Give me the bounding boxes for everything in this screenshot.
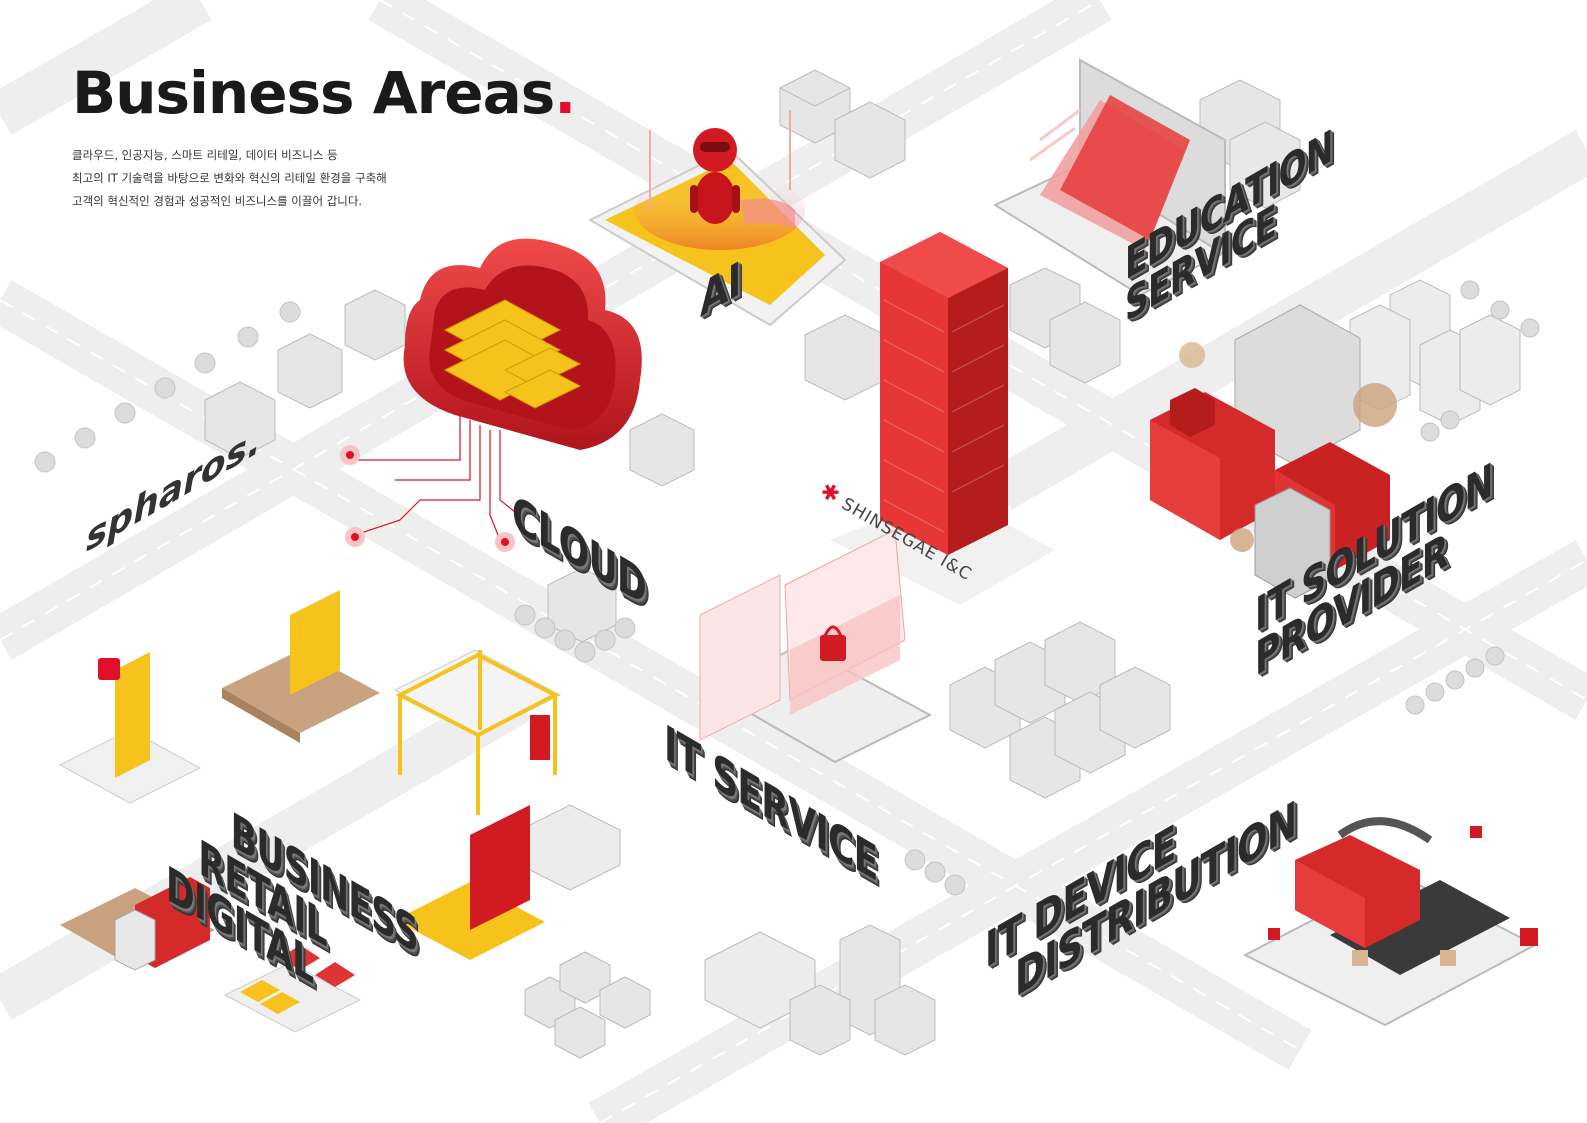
city-buildings [204, 69, 1521, 1059]
building-cluster-top [779, 69, 1301, 401]
delivery-truck-icon [114, 877, 210, 971]
building-cluster-center [949, 621, 1171, 799]
robot-icon [690, 128, 740, 224]
digital-retail-illustration [58, 590, 562, 1033]
building-cluster-left [204, 289, 695, 643]
page-header: Business Areas. 클라우드, 인공지능, 스마트 리테일, 데이터… [72, 64, 592, 213]
ai-illustration [587, 110, 847, 327]
description-line: 클라우드, 인공지능, 스마트 리테일, 데이터 비즈니스 등 [72, 148, 338, 162]
secure-screen-icon [699, 529, 906, 741]
server-block-icon [1150, 304, 1390, 599]
laptop-book-icon [1029, 95, 1190, 250]
cloud-server-icon [403, 238, 642, 450]
description-line: 고객의 혁신적인 경험과 성공적인 비즈니스를 이끌어 갑니다. [72, 194, 363, 208]
page-title-text: Business Areas [72, 59, 555, 127]
title-dot: . [554, 59, 576, 127]
description-line: 최고의 IT 기술력을 바탕으로 변화와 혁신의 리테일 환경을 구축해 [72, 171, 387, 185]
education-illustration [992, 58, 1233, 297]
building-cluster-right [1349, 279, 1521, 426]
building-cluster-bottom [519, 804, 936, 1059]
page-title: Business Areas. [72, 64, 592, 122]
it-device-illustration [1242, 817, 1538, 1027]
vr-headset-icon [1295, 817, 1433, 948]
cloud-illustration [340, 238, 642, 552]
it-service-illustration [699, 529, 933, 764]
page-description: 클라우드, 인공지능, 스마트 리테일, 데이터 비즈니스 등 최고의 IT 기… [72, 144, 592, 213]
it-solution-illustration [1150, 304, 1397, 599]
circuit-lines [354, 415, 526, 541]
trees [34, 280, 1540, 896]
